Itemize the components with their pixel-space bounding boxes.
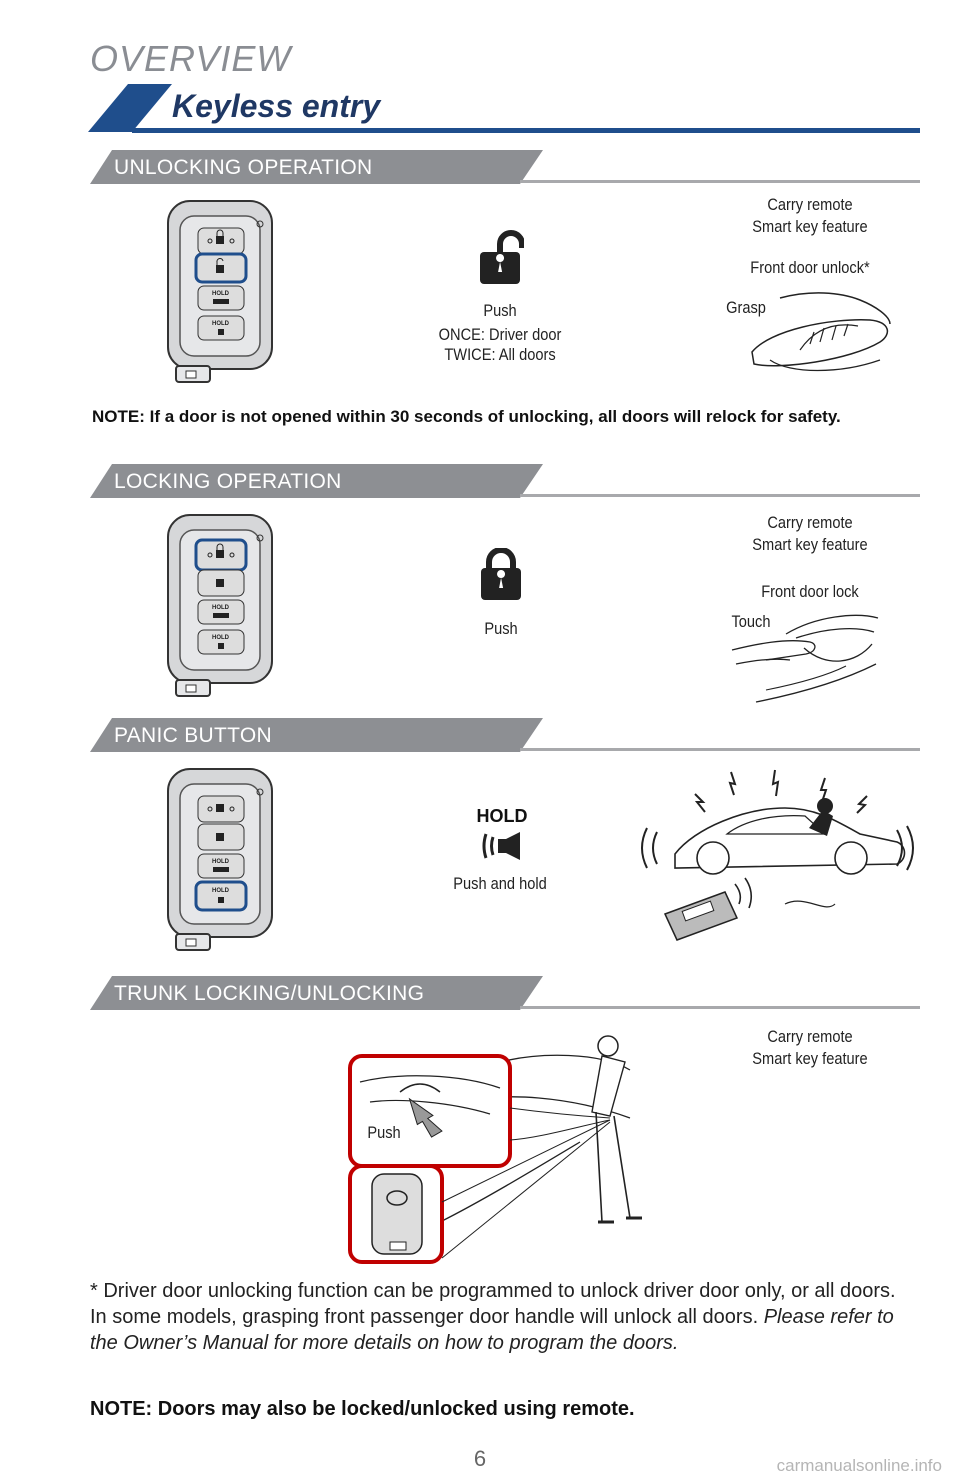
band-label-unlocking: UNLOCKING OPERATION — [114, 156, 373, 179]
touch-label: Touch — [731, 612, 771, 631]
band-locking — [90, 464, 920, 498]
band-unlocking — [90, 150, 920, 184]
svg-text:HOLD: HOLD — [212, 859, 230, 865]
front-door-lock-label: Front door lock — [761, 582, 859, 601]
unlock-push-caption: Push — [483, 301, 517, 320]
lock-padlock-icon — [481, 548, 521, 600]
push-and-hold-caption: Push and hold — [453, 874, 547, 893]
title-banner — [88, 84, 920, 133]
grasp-door-handle-illustration — [751, 292, 891, 372]
panic-alarm-car-illustration — [641, 769, 914, 941]
footnote-text: * Driver door unlocking function can be … — [90, 1280, 896, 1328]
band-label-panic: PANIC BUTTON — [114, 724, 273, 747]
unlock-padlock-icon — [480, 230, 524, 284]
band-label-locking: LOCKING OPERATION — [114, 470, 342, 493]
panic-horn-icon — [482, 832, 520, 860]
svg-text:HOLD: HOLD — [212, 635, 230, 641]
front-door-unlock-label: Front door unlock* — [750, 258, 870, 277]
smart-key-fob-lock: HOLD HOLD — [167, 514, 273, 697]
unlock-once-caption: ONCE: Driver door — [438, 325, 562, 344]
smart-key-fob-panic: HOLD HOLD — [167, 768, 273, 951]
remote-note: NOTE: Doors may also be locked/unlocked … — [90, 1398, 635, 1420]
band-trunk — [90, 976, 920, 1010]
svg-text:HOLD: HOLD — [212, 291, 230, 297]
trunk-illustration — [348, 1035, 642, 1264]
unlock-note: NOTE: If a door is not opened within 30 … — [92, 407, 841, 426]
page-number: 6 — [473, 1446, 487, 1471]
smart-key-fob-unlock: HOLD HOLD — [167, 200, 273, 383]
band-label-trunk: TRUNK LOCKING/UNLOCKING — [114, 982, 425, 1005]
footnote-italic: Please refer to the Owner’s Manual for m… — [90, 1306, 894, 1354]
svg-text:HOLD: HOLD — [212, 888, 230, 894]
page-title: Keyless entry — [172, 88, 381, 124]
footnote: * Driver door unlocking function can be … — [90, 1278, 905, 1356]
hold-label: HOLD — [476, 806, 528, 826]
grasp-label: Grasp — [726, 298, 766, 317]
lock-carry-remote: Carry remote — [767, 513, 853, 532]
section-title: OVERVIEW — [90, 38, 292, 79]
svg-text:HOLD: HOLD — [212, 321, 230, 327]
watermark: carmanualsonline.info — [776, 1456, 942, 1475]
trunk-carry-remote: Carry remote — [767, 1027, 853, 1046]
trunk-push-caption: Push — [367, 1123, 401, 1142]
unlock-smart-key-feature: Smart key feature — [752, 217, 868, 236]
lock-smart-key-feature: Smart key feature — [752, 535, 868, 554]
unlock-twice-caption: TWICE: All doors — [444, 345, 556, 364]
lock-push-caption: Push — [484, 619, 518, 638]
unlock-carry-remote: Carry remote — [767, 195, 853, 214]
trunk-smart-key-feature: Smart key feature — [752, 1049, 868, 1068]
svg-text:HOLD: HOLD — [212, 605, 230, 611]
band-panic — [90, 718, 920, 752]
touch-door-handle-illustration — [731, 614, 879, 703]
